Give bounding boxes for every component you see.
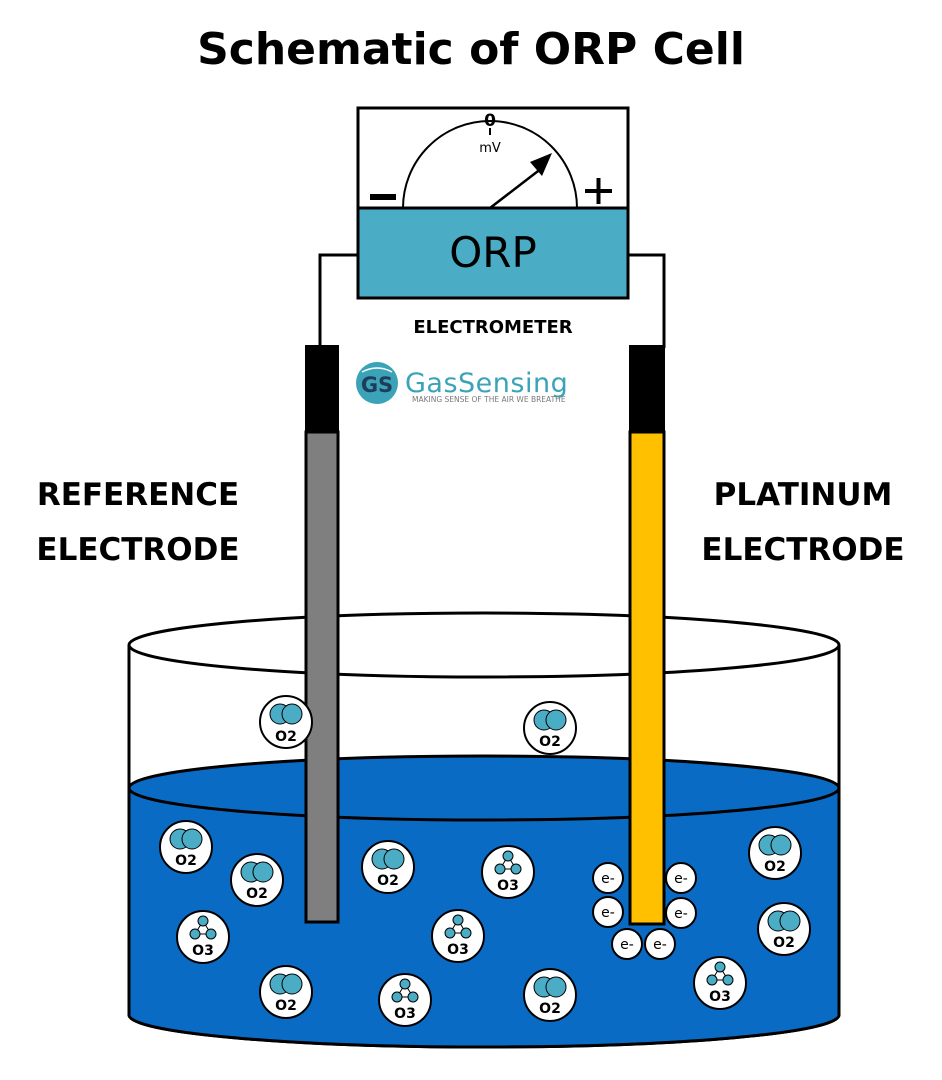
meter-body bbox=[356, 206, 630, 300]
svg-text:e-: e- bbox=[674, 906, 688, 922]
svg-text:O2: O2 bbox=[275, 729, 297, 745]
electron: e- bbox=[665, 897, 697, 929]
logo-monogram: GS bbox=[361, 373, 393, 397]
svg-text:O3: O3 bbox=[447, 942, 469, 958]
solution bbox=[127, 786, 841, 1049]
o2-molecule: O2 bbox=[361, 840, 415, 894]
meter-dial-panel bbox=[356, 106, 630, 210]
svg-text:e-: e- bbox=[653, 937, 667, 953]
platinum-wire bbox=[628, 253, 666, 348]
electrometer: 0 mV ORP bbox=[356, 106, 630, 300]
meter-dial-arc bbox=[402, 120, 578, 209]
reference-electrode bbox=[304, 345, 340, 924]
svg-text:O3: O3 bbox=[192, 943, 214, 959]
svg-text:e-: e- bbox=[601, 871, 615, 887]
o3-molecule: O3 bbox=[176, 910, 230, 964]
o2-molecule: O2 bbox=[523, 701, 577, 755]
meter-minus-sign bbox=[370, 194, 396, 200]
electron: e- bbox=[611, 928, 643, 960]
meter-needle-arrowhead bbox=[530, 153, 552, 176]
svg-text:O2: O2 bbox=[377, 873, 399, 889]
svg-text:O2: O2 bbox=[539, 1001, 561, 1017]
svg-text:O2: O2 bbox=[539, 734, 561, 750]
o2-molecule: O2 bbox=[259, 965, 313, 1019]
electrometer-caption: ELECTROMETER bbox=[413, 317, 572, 338]
logo-tagline: MAKING SENSE OF THE AIR WE BREATHE bbox=[412, 395, 566, 404]
platinum-electrode bbox=[628, 345, 666, 926]
reference-electrode-cap bbox=[305, 345, 339, 433]
logo-globe-icon bbox=[356, 362, 398, 404]
electron: e- bbox=[592, 896, 624, 928]
platinum-electrode-label-line1: PLATINUM bbox=[714, 477, 893, 513]
electron: e- bbox=[665, 862, 697, 894]
o2-molecule: O2 bbox=[159, 820, 213, 874]
svg-text:O3: O3 bbox=[394, 1006, 416, 1022]
meter-needle bbox=[489, 167, 543, 209]
meter-plus-sign bbox=[585, 178, 612, 204]
reference-wire bbox=[306, 253, 358, 350]
o3-molecule: O3 bbox=[431, 909, 485, 963]
o2-molecule: O2 bbox=[523, 968, 577, 1022]
platinum-electrode-label-line2: ELECTRODE bbox=[701, 532, 904, 568]
reference-electrode-label-line2: ELECTRODE bbox=[36, 532, 239, 568]
svg-text:O3: O3 bbox=[709, 989, 731, 1005]
o2-molecule: O2 bbox=[757, 902, 811, 956]
meter-name: ORP bbox=[449, 228, 537, 277]
svg-text:O2: O2 bbox=[275, 998, 297, 1014]
svg-text:O2: O2 bbox=[246, 886, 268, 902]
electron: e- bbox=[592, 862, 624, 894]
solution-surface bbox=[127, 754, 841, 822]
o3-molecule: O3 bbox=[481, 845, 535, 899]
svg-text:e-: e- bbox=[620, 937, 634, 953]
svg-text:O3: O3 bbox=[497, 878, 519, 894]
o2-molecule: O2 bbox=[259, 695, 313, 749]
svg-text:O2: O2 bbox=[175, 853, 197, 869]
platinum-electrode-cap bbox=[629, 345, 665, 433]
svg-text:O2: O2 bbox=[764, 859, 786, 875]
o2-molecule: O2 bbox=[230, 853, 284, 907]
meter-unit-label: mV bbox=[479, 141, 501, 156]
electron: e- bbox=[644, 928, 676, 960]
gassensing-logo: GS GasSensing MAKING SENSE OF THE AIR WE… bbox=[356, 362, 568, 404]
svg-text:O2: O2 bbox=[773, 935, 795, 951]
o3-molecule: O3 bbox=[693, 956, 747, 1010]
o3-molecule: O3 bbox=[378, 973, 432, 1027]
reference-electrode-label-line1: REFERENCE bbox=[37, 477, 239, 513]
beaker-rim bbox=[127, 611, 841, 679]
meter-zero-label: 0 bbox=[484, 111, 496, 131]
platinum-electrode-body bbox=[628, 430, 666, 926]
svg-text:e-: e- bbox=[674, 871, 688, 887]
logo-name: GasSensing bbox=[405, 368, 568, 399]
reference-electrode-body bbox=[304, 430, 340, 924]
o2-molecule: O2 bbox=[748, 826, 802, 880]
diagram-title: Schematic of ORP Cell bbox=[197, 24, 745, 75]
svg-text:e-: e- bbox=[601, 905, 615, 921]
